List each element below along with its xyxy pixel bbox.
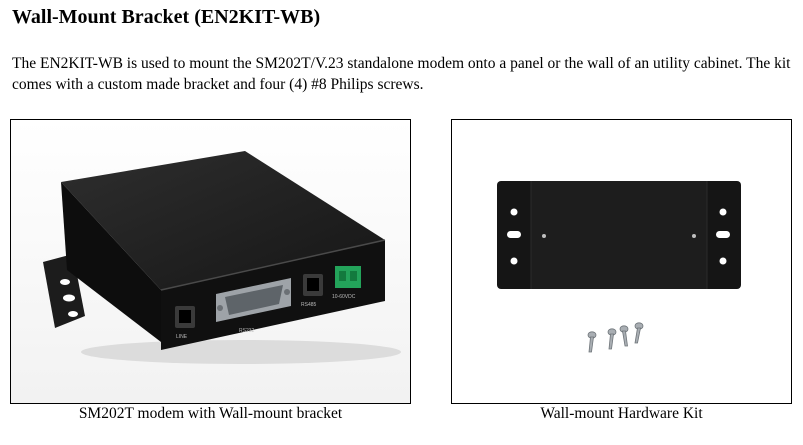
rs485-port-label: RS485: [301, 302, 317, 308]
figure-caption-kit: Wall-mount Hardware Kit: [540, 405, 703, 422]
page-title: Wall-Mount Bracket (EN2KIT-WB): [12, 6, 321, 28]
figure-caption-modem: SM202T modem with Wall-mount bracket: [78, 405, 343, 422]
modem-top: [61, 151, 385, 290]
modem-photo: LINE RS232 RS485 10-60VDC: [10, 119, 411, 404]
power-terminal-block: [335, 266, 361, 288]
screws: [587, 322, 644, 353]
line-port-label: LINE: [176, 334, 188, 340]
hardware-kit-photo: [451, 119, 792, 404]
power-port-label: 10-60VDC: [332, 294, 356, 300]
intro-paragraph: The EN2KIT-WB is used to mount the SM202…: [12, 55, 791, 93]
rs232-port-label: RS232: [239, 328, 255, 334]
